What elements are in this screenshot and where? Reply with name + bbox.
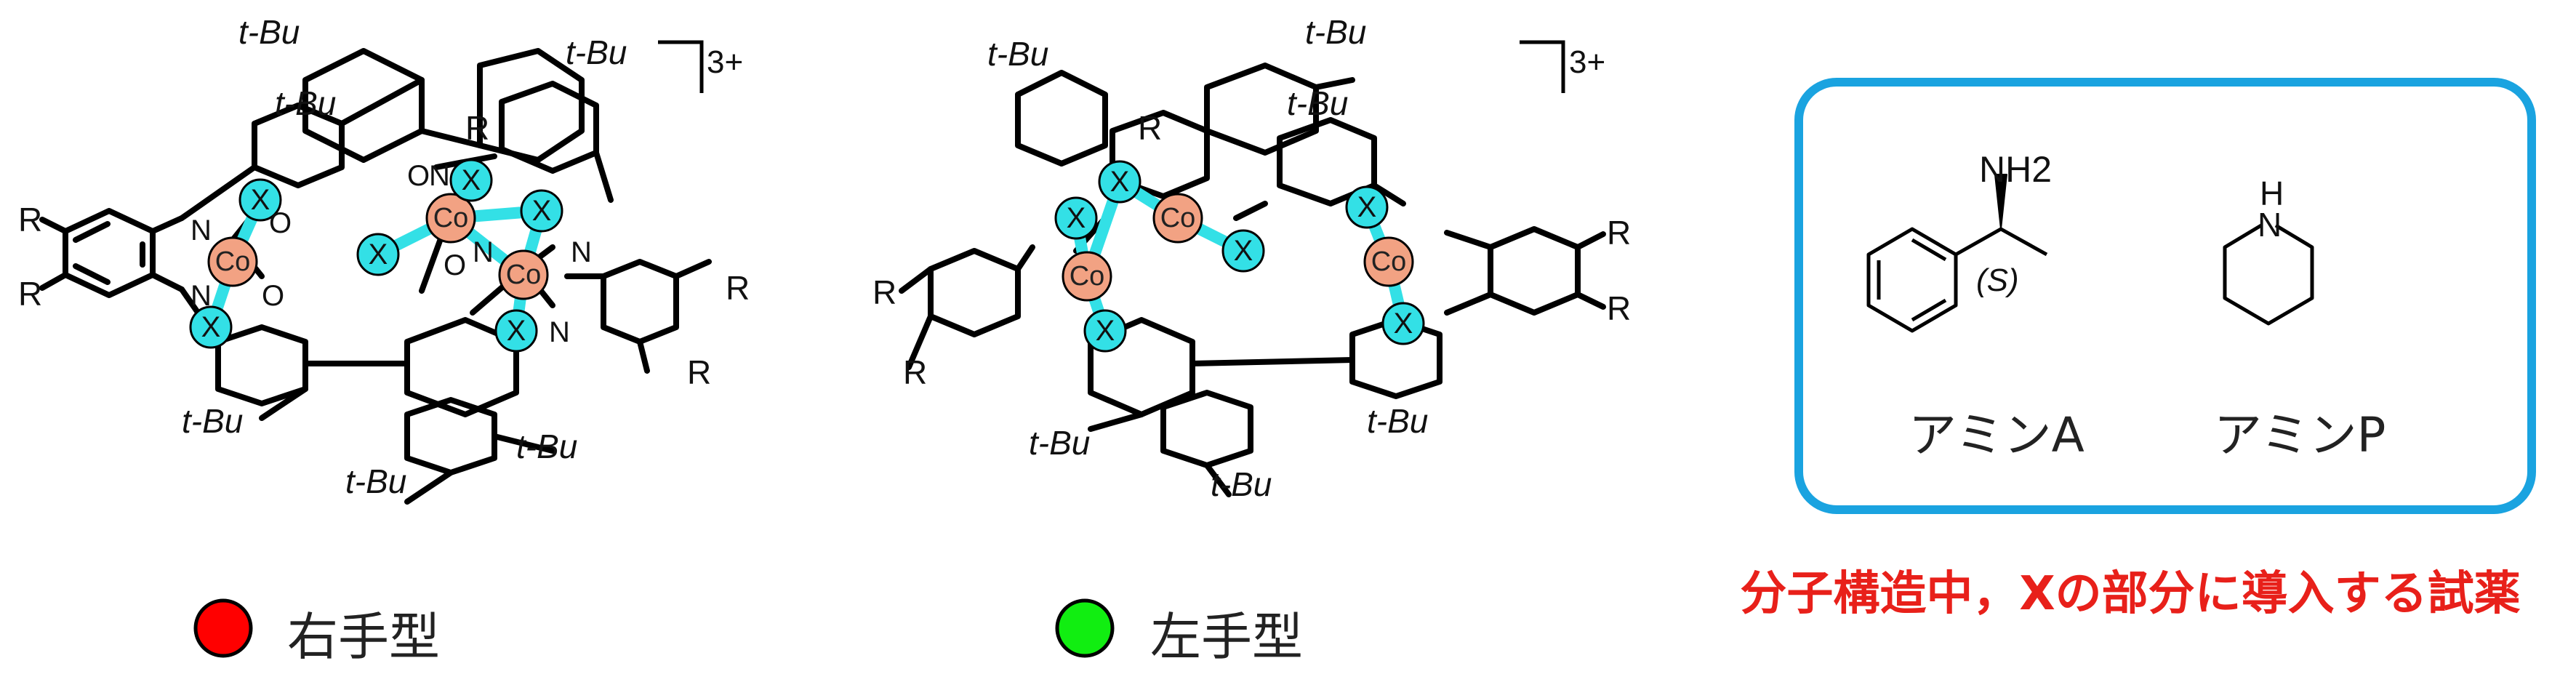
x-label: X (462, 164, 481, 196)
x-label: X (251, 184, 270, 216)
right-handed-legend-marker (193, 598, 253, 658)
o-label: O (407, 160, 430, 192)
right-charge: 3+ (658, 40, 743, 93)
co-label: Co (1070, 261, 1105, 292)
x-label: X (1067, 202, 1086, 234)
tbu-label: t-Bu (345, 462, 406, 500)
right-substituent-labels: R R R R R t-Bu t-Bu t-Bu t-Bu t-Bu t-Bu (18, 13, 750, 500)
right-x-atoms: X X X X X X (189, 159, 563, 353)
x-label: X (1234, 235, 1253, 267)
left-substituent-labels: R R R R R t-Bu t-Bu t-Bu t-Bu t-Bu t-Bu (872, 13, 1631, 503)
n-label: N (190, 280, 212, 312)
r-label: R (1138, 109, 1162, 147)
stereo-label: (S) (1976, 262, 2019, 298)
amine-a-label: アミンA (1909, 407, 2085, 463)
co-label: Co (1371, 246, 1407, 277)
tbu-label: t-Bu (238, 13, 300, 51)
x-label: X (1110, 166, 1130, 198)
charge-label: 3+ (707, 44, 743, 80)
left-handed-complex (899, 63, 1606, 497)
tbu-label: t-Bu (182, 402, 243, 440)
amine-p-labels: H N (2258, 174, 2284, 244)
charge-label: 3+ (1569, 44, 1605, 80)
x-label: X (369, 238, 388, 270)
tbu-label: t-Bu (1305, 13, 1366, 51)
n-label: N (429, 160, 450, 192)
r-label: R (872, 273, 896, 311)
left-handed-legend-marker (1055, 598, 1115, 658)
amine-p-label: アミンP (2214, 407, 2386, 463)
co-label: Co (506, 260, 542, 290)
r-label: R (903, 353, 927, 391)
amine-p-structure (2223, 223, 2314, 326)
tbu-label: t-Bu (1029, 424, 1090, 462)
n-label: N (473, 236, 494, 268)
n-label: N (571, 236, 592, 268)
nh2-label: NH2 (1979, 149, 2052, 190)
r-label: R (726, 269, 750, 307)
left-charge: 3+ (1520, 40, 1605, 93)
right-handed-label: 右手型 (287, 607, 440, 667)
left-handed-label: 左手型 (1150, 607, 1303, 667)
tbu-label: t-Bu (275, 84, 336, 122)
tbu-label: t-Bu (1211, 465, 1272, 503)
tbu-label: t-Bu (1367, 402, 1428, 440)
r-label: R (465, 109, 489, 147)
co-label: Co (1160, 203, 1196, 233)
r-label: R (1607, 214, 1631, 252)
tbu-label: t-Bu (1287, 84, 1348, 122)
x-label: X (532, 195, 552, 227)
right-co-atoms: Co Co Co (207, 193, 549, 300)
amine-a-structure (1866, 174, 2048, 333)
co-label: Co (215, 246, 251, 277)
reagent-caption: 分子構造中，Xの部分に導入する試薬 (1740, 567, 2521, 621)
amine-a-labels: NH2 (S) (1976, 149, 2052, 298)
r-label: R (1607, 289, 1631, 327)
n-label: N (549, 316, 570, 348)
left-x-atoms: X X X X X X (1054, 160, 1425, 353)
o-label: O (444, 249, 466, 281)
r-label: R (18, 275, 42, 313)
left-co-atoms: Co Co Co (1062, 193, 1414, 302)
h-label: H (2260, 174, 2284, 212)
co-label: Co (433, 203, 469, 233)
r-label: R (18, 201, 42, 238)
right-atom-labels: N N O O O N O N N N (190, 160, 592, 348)
x-label: X (1096, 315, 1115, 347)
o-label: O (269, 207, 292, 239)
n-label: N (190, 214, 212, 246)
tbu-label: t-Bu (516, 428, 577, 465)
right-handed-complex (39, 48, 712, 505)
reagent-box (1794, 78, 2536, 514)
tbu-label: t-Bu (566, 33, 627, 71)
x-label: X (1394, 308, 1413, 340)
r-label: R (687, 353, 711, 391)
n-label: N (2258, 206, 2282, 244)
o-label: O (262, 280, 284, 312)
x-label: X (1357, 191, 1377, 223)
x-label: X (507, 315, 526, 347)
x-label: X (201, 311, 221, 343)
tbu-label: t-Bu (987, 35, 1048, 73)
